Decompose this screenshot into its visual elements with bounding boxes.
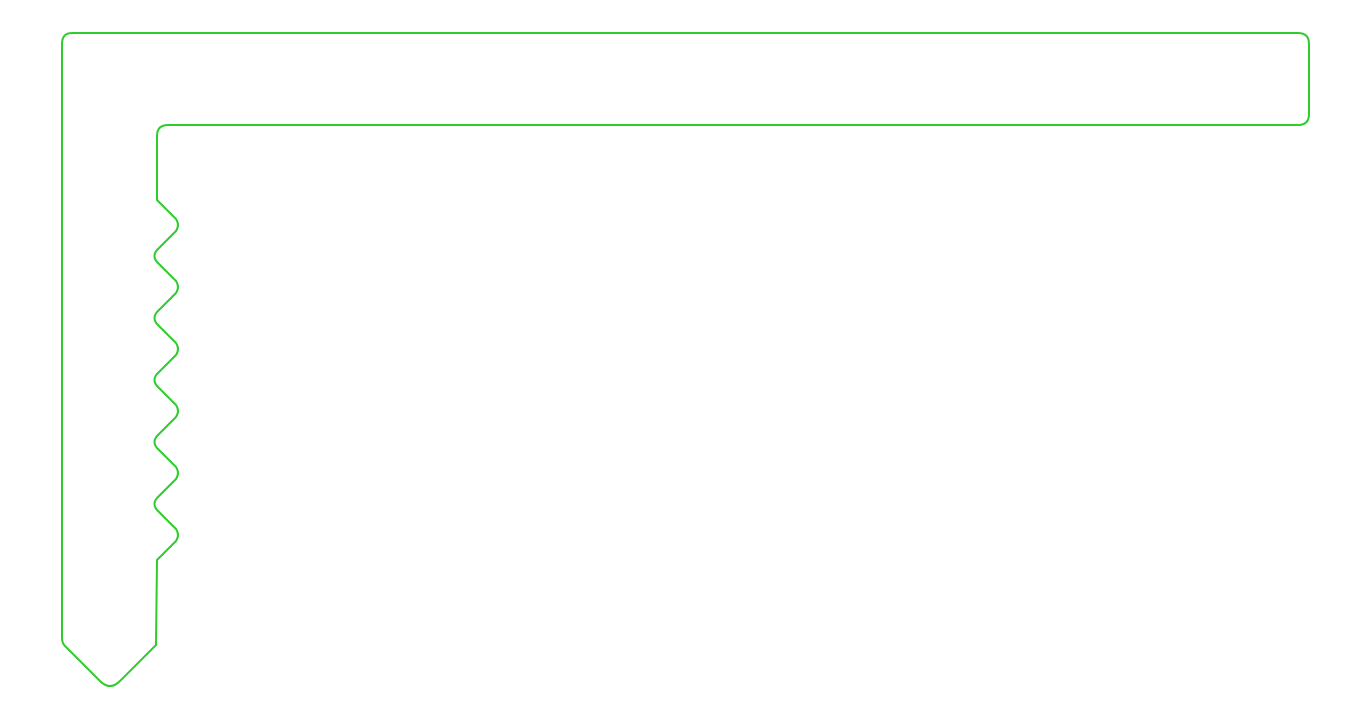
l-shaped-outline: [61, 32, 1310, 687]
